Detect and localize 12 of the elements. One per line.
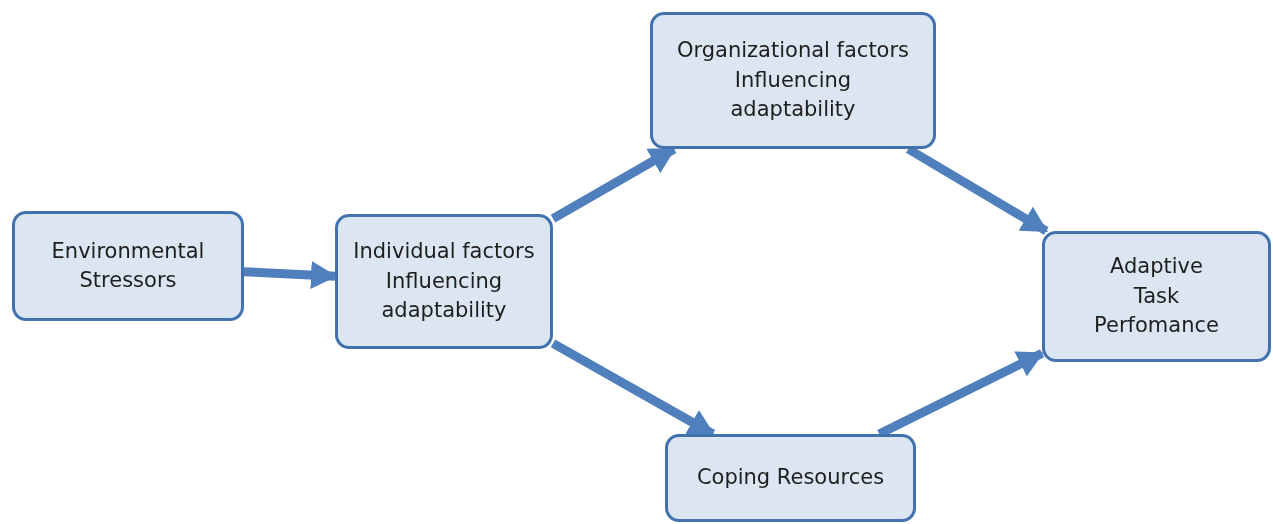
box-label: Individual factors Influencing adaptability bbox=[352, 238, 536, 325]
box-label: Organizational factors Influencing adaptability bbox=[675, 37, 911, 124]
process-box bbox=[12, 211, 244, 321]
arrow bbox=[550, 145, 677, 223]
arrow bbox=[243, 261, 337, 289]
box-label: Environmental Stressors bbox=[50, 237, 206, 294]
box-label: Adaptive Task Perfomance bbox=[1093, 253, 1220, 340]
process-box bbox=[650, 12, 936, 149]
box-label: Coping Resources bbox=[696, 464, 885, 492]
process-box bbox=[665, 434, 916, 522]
process-box bbox=[1042, 231, 1271, 362]
process-box bbox=[335, 214, 553, 349]
